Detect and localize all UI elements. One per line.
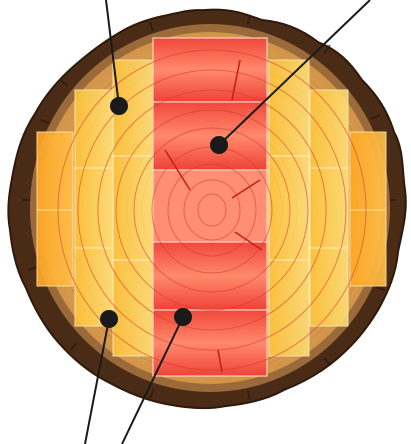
board-outer-right-bottom <box>350 210 386 286</box>
board-left2-1 <box>75 90 113 168</box>
heart-board-2 <box>153 102 267 170</box>
board-right2-2 <box>310 168 348 248</box>
heart-board-3 <box>153 170 267 242</box>
board-right2-1 <box>310 90 348 168</box>
callout-dot-lower-middle <box>174 308 192 326</box>
board-right3-2 <box>269 156 309 260</box>
board-outer-right-top <box>350 132 386 210</box>
callout-dot-upper-left <box>110 97 128 115</box>
board-right3-1 <box>269 60 309 156</box>
callout-dot-lower-left <box>100 310 118 328</box>
board-right3-3 <box>269 260 309 356</box>
board-outer-left-bottom <box>37 210 73 286</box>
callout-dot-upper-right <box>210 136 228 154</box>
board-left3-2 <box>113 156 153 260</box>
heartwood-boards <box>153 38 267 376</box>
board-outer-left-top <box>37 132 73 210</box>
